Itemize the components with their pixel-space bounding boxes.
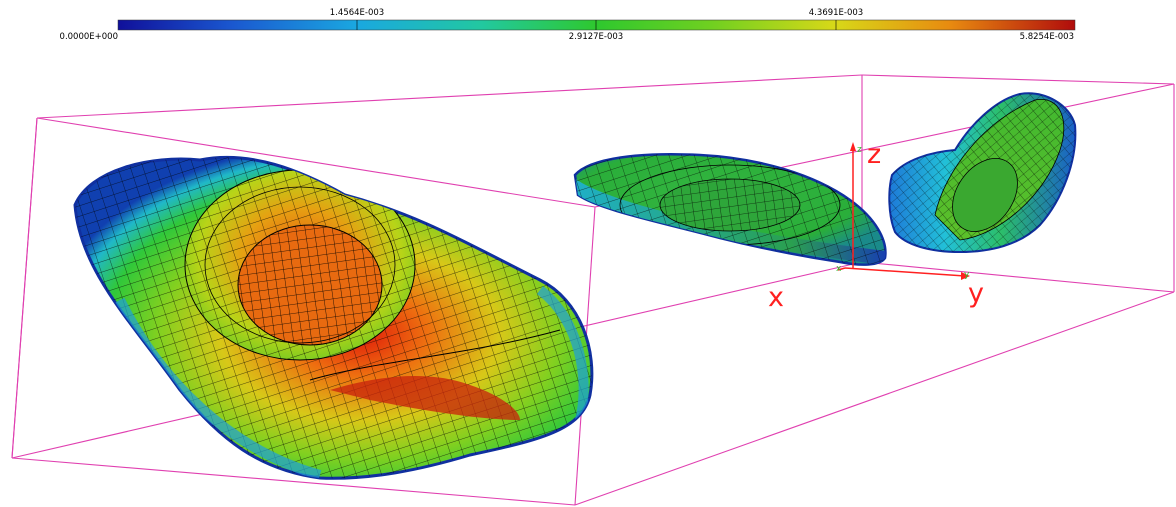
colorbar-max-label: 5.8254E-003: [1020, 32, 1074, 42]
x-axis-label: x: [768, 282, 784, 313]
y-axis-small-label: y: [964, 270, 970, 280]
large-deformed-body: [73, 155, 594, 480]
middle-deformed-body: [573, 153, 887, 266]
colorbar-q3-label: 4.3691E-003: [809, 8, 863, 18]
colorbar-gradient: [117, 19, 1076, 31]
y-axis-line: [844, 267, 966, 277]
x-axis-small-label: x: [836, 264, 842, 274]
colorbar: 1.4564E-003 4.3691E-003 0.0000E+000 2.91…: [60, 8, 1076, 42]
colorbar-min-label: 0.0000E+000: [60, 32, 118, 42]
axis-triad: z y x z y x: [768, 139, 984, 313]
z-axis-label: z: [867, 139, 881, 170]
bounding-box-front: [11, 117, 38, 459]
y-axis-arrow: [961, 272, 970, 280]
colorbar-q1-label: 1.4564E-003: [330, 8, 384, 18]
z-axis-arrow: [850, 142, 856, 151]
y-axis-label: y: [968, 278, 984, 309]
colorbar-mid-label: 2.9127E-003: [569, 32, 623, 42]
right-deformed-body: [888, 92, 1077, 254]
x-axis-line: [837, 267, 846, 271]
z-axis-small-label: z: [857, 145, 862, 155]
